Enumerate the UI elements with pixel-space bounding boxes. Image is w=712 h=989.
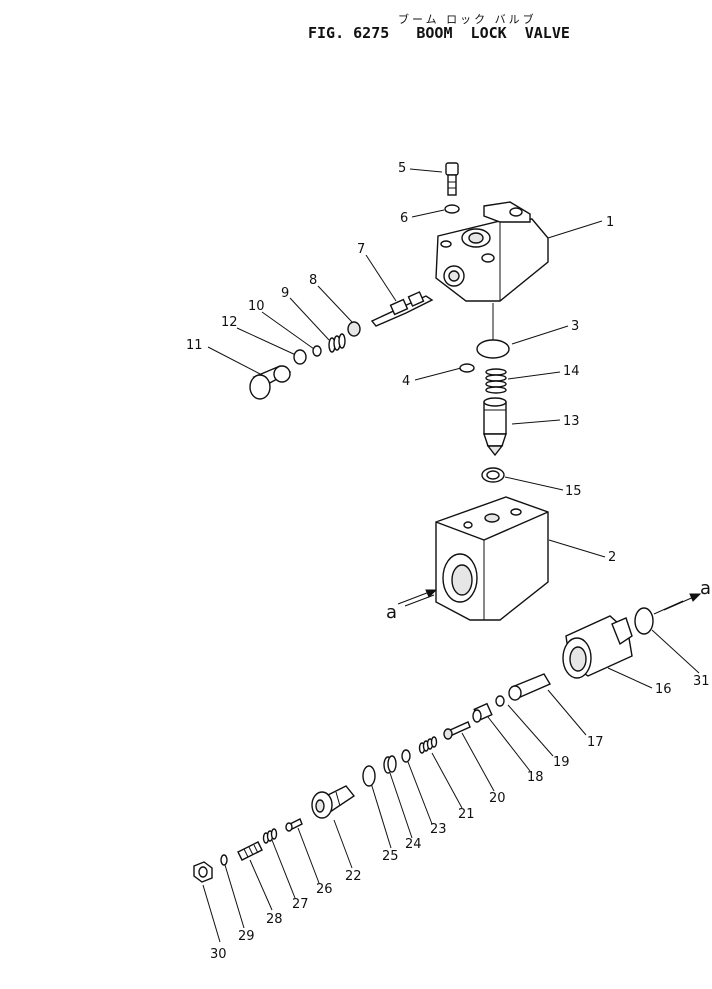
label-part-30: 30: [210, 947, 227, 962]
part-21-spring: [418, 736, 438, 754]
inlet-arrow: [397, 589, 438, 605]
part-27-spring: [262, 828, 278, 844]
part-10-washer: [312, 345, 322, 357]
part-19-o-ring: [495, 695, 505, 707]
part-5-bolt: [445, 162, 459, 196]
label-part-25: 25: [382, 849, 399, 864]
label-part-28: 28: [266, 912, 283, 927]
part-13-poppet: [483, 397, 507, 457]
label-part-10: 10: [248, 299, 265, 314]
label-part-14: 14: [563, 364, 580, 379]
part-2-valve-body: [435, 496, 549, 621]
label-part-12: 12: [221, 315, 238, 330]
figure-title-japanese: ブーム ロック バルブ: [398, 13, 537, 26]
part-22-plug-body: [311, 785, 356, 819]
part-9-spring: [328, 333, 346, 353]
part-12-o-ring: [293, 349, 307, 365]
label-part-4: 4: [402, 374, 410, 389]
label-part-19: 19: [553, 755, 570, 770]
label-part-24: 24: [405, 837, 422, 852]
part-6-washer: [444, 204, 460, 214]
part-31-o-ring: [634, 607, 654, 635]
part-14-spring: [485, 368, 507, 394]
inlet-label: a: [386, 602, 397, 623]
part-24-backup-ring: [383, 755, 397, 774]
label-part-22: 22: [345, 869, 362, 884]
part-16-sleeve: [562, 615, 633, 679]
label-part-26: 26: [316, 882, 333, 897]
part-8-nut: [347, 321, 361, 337]
outlet-arrow: [663, 593, 702, 611]
part-7-spool: [370, 291, 434, 327]
part-20-needle: [443, 721, 471, 740]
part-4-o-ring: [459, 363, 475, 373]
label-part-2: 2: [608, 550, 616, 565]
label-part-7: 7: [357, 242, 365, 257]
part-18-plunger: [472, 702, 493, 723]
part-30-nut: [193, 861, 213, 883]
label-part-31: 31: [693, 674, 710, 689]
outlet-label: a: [700, 578, 711, 599]
label-part-21: 21: [458, 807, 475, 822]
label-part-13: 13: [563, 414, 580, 429]
part-26-pin: [285, 818, 303, 832]
label-part-15: 15: [565, 484, 582, 499]
label-part-23: 23: [430, 822, 447, 837]
label-part-20: 20: [489, 791, 506, 806]
label-part-5: 5: [398, 161, 406, 176]
part-15-seat-ring: [481, 467, 505, 483]
part-23-washer: [401, 749, 411, 763]
part-number-labels: 1 2 3 4 5 6 7 8 9 10 11 12 13 14 15 16 1…: [186, 161, 711, 962]
label-part-29: 29: [238, 929, 255, 944]
label-part-16: 16: [655, 682, 672, 697]
label-part-27: 27: [292, 897, 309, 912]
part-3-o-ring: [476, 339, 510, 359]
part-17-piston: [508, 673, 552, 701]
part-28-adjusting-screw: [237, 841, 263, 861]
label-part-6: 6: [400, 211, 408, 226]
part-1-valve-cover: [435, 201, 549, 302]
label-part-11: 11: [186, 338, 203, 353]
part-25-o-ring: [362, 765, 376, 787]
figure-title: FIG. 6275 BOOM LOCK VALVE: [308, 24, 570, 42]
part-29-o-ring: [220, 854, 228, 866]
leader-lines: [202, 168, 700, 943]
part-11-plug: [249, 365, 292, 400]
label-part-1: 1: [606, 215, 614, 230]
label-part-9: 9: [281, 286, 289, 301]
label-part-17: 17: [587, 735, 604, 750]
label-part-18: 18: [527, 770, 544, 785]
label-part-3: 3: [571, 319, 579, 334]
label-part-8: 8: [309, 273, 317, 288]
